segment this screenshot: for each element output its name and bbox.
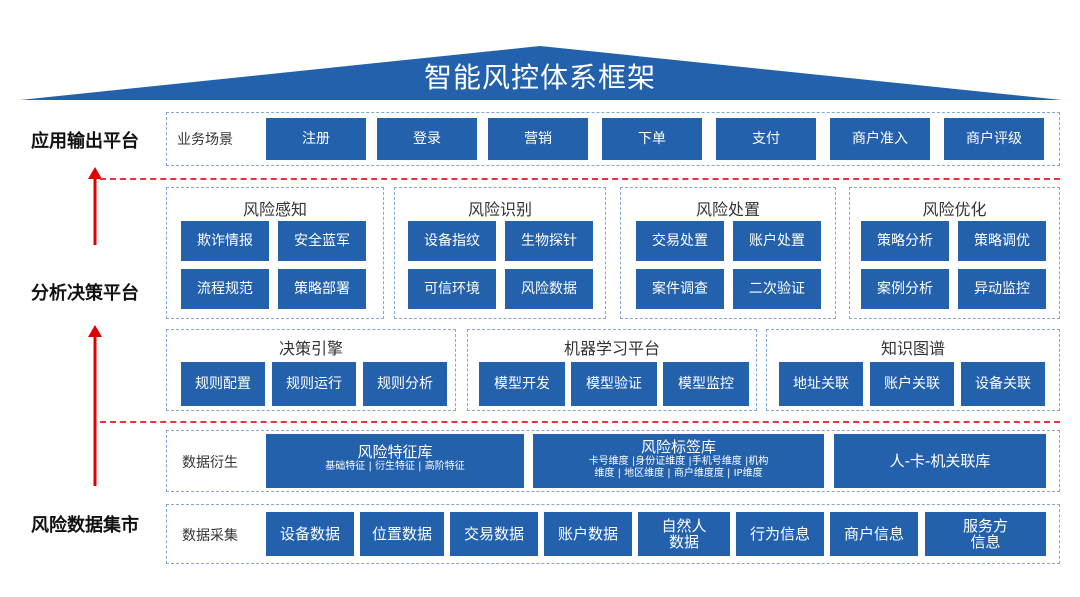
ml-platform-item[interactable]: 模型监控 xyxy=(663,362,749,406)
risk-tag-library-button[interactable]: 风险标签库 卡号维度 |身份证维度 |手机号维度 |机构 维度 | 地区维度 |… xyxy=(533,434,824,488)
scenario-merchant-rating-button[interactable]: 商户评级 xyxy=(944,118,1044,160)
risk-handling-item[interactable]: 账户处置 xyxy=(733,221,821,261)
risk-identification-item[interactable]: 可信环境 xyxy=(408,269,496,309)
separator-line xyxy=(100,178,1060,180)
device-data-button[interactable]: 设备数据 xyxy=(266,512,354,556)
up-arrow-icon xyxy=(88,167,102,245)
business-scenario-label: 业务场景 xyxy=(177,132,233,148)
risk-identification-item[interactable]: 风险数据 xyxy=(505,269,593,309)
scenario-payment-button[interactable]: 支付 xyxy=(716,118,816,160)
scenario-login-button[interactable]: 登录 xyxy=(377,118,477,160)
risk-optimization-item[interactable]: 策略调优 xyxy=(958,221,1046,261)
ml-platform-item[interactable]: 模型验证 xyxy=(571,362,657,406)
service-provider-info-button[interactable]: 服务方 信息 xyxy=(925,512,1046,556)
risk-handling-item[interactable]: 交易处置 xyxy=(636,221,724,261)
layer-label-analysis: 分析决策平台 xyxy=(31,283,139,304)
risk-feature-library-button[interactable]: 风险特征库 基础特征 | 衍生特征 | 高阶特征 xyxy=(266,434,524,488)
risk-handling-item[interactable]: 二次验证 xyxy=(733,269,821,309)
layer-label-data-market: 风险数据集市 xyxy=(31,515,139,536)
natural-person-data-line2: 数据 xyxy=(668,533,699,551)
risk-feature-library-sub: 基础特征 | 衍生特征 | 高阶特征 xyxy=(325,461,465,472)
risk-identification-item[interactable]: 生物探针 xyxy=(505,221,593,261)
risk-identification-item[interactable]: 设备指纹 xyxy=(408,221,496,261)
risk-tag-library-sub: 维度 | 地区维度 | 商户维度度 | IP维度 xyxy=(594,468,763,479)
relation-library-button[interactable]: 人-卡-机关联库 xyxy=(834,434,1046,488)
decision-engine-item[interactable]: 规则运行 xyxy=(272,362,356,406)
knowledge-graph-item[interactable]: 账户关联 xyxy=(870,362,954,406)
knowledge-graph-title: 知识图谱 xyxy=(880,339,945,358)
risk-perception-item[interactable]: 欺诈情报 xyxy=(181,221,269,261)
decision-engine-item[interactable]: 规则分析 xyxy=(363,362,447,406)
ml-platform-item[interactable]: 模型开发 xyxy=(479,362,565,406)
up-arrow-icon xyxy=(88,325,102,486)
risk-tag-library-sub: 卡号维度 |身份证维度 |手机号维度 |机构 xyxy=(588,456,769,467)
scenario-order-button[interactable]: 下单 xyxy=(602,118,702,160)
scenario-merchant-access-button[interactable]: 商户准入 xyxy=(830,118,930,160)
scenario-register-button[interactable]: 注册 xyxy=(266,118,366,160)
risk-feature-library-title: 风险特征库 xyxy=(357,443,433,461)
layer-label-application: 应用输出平台 xyxy=(31,131,139,152)
risk-optimization-item[interactable]: 异动监控 xyxy=(958,269,1046,309)
data-derive-label: 数据衍生 xyxy=(182,455,238,471)
account-data-button[interactable]: 账户数据 xyxy=(544,512,632,556)
behavior-info-button[interactable]: 行为信息 xyxy=(736,512,824,556)
knowledge-graph-item[interactable]: 地址关联 xyxy=(779,362,863,406)
risk-optimization-title: 风险优化 xyxy=(922,200,987,219)
data-collect-label: 数据采集 xyxy=(182,528,238,544)
service-provider-info-line2: 信息 xyxy=(970,533,1001,551)
decision-engine-item[interactable]: 规则配置 xyxy=(181,362,265,406)
risk-perception-item[interactable]: 策略部署 xyxy=(278,269,366,309)
separator-line xyxy=(100,421,1060,423)
location-data-button[interactable]: 位置数据 xyxy=(360,512,444,556)
risk-identification-title: 风险识别 xyxy=(467,200,532,219)
risk-tag-library-title: 风险标签库 xyxy=(640,438,716,456)
roof-shape xyxy=(20,46,1062,100)
risk-perception-title: 风险感知 xyxy=(242,200,307,219)
merchant-info-button[interactable]: 商户信息 xyxy=(830,512,918,556)
decision-engine-title: 决策引擎 xyxy=(278,339,343,358)
risk-handling-title: 风险处置 xyxy=(695,200,760,219)
risk-handling-item[interactable]: 案件调查 xyxy=(636,269,724,309)
knowledge-graph-item[interactable]: 设备关联 xyxy=(961,362,1045,406)
transaction-data-button[interactable]: 交易数据 xyxy=(450,512,538,556)
risk-optimization-item[interactable]: 策略分析 xyxy=(861,221,949,261)
service-provider-info-line1: 服务方 xyxy=(962,517,1008,535)
risk-perception-item[interactable]: 流程规范 xyxy=(181,269,269,309)
ml-platform-title: 机器学习平台 xyxy=(563,339,660,358)
page-title: 智能风控体系框架 xyxy=(423,61,656,94)
natural-person-data-line1: 自然人 xyxy=(661,517,707,535)
risk-perception-item[interactable]: 安全蓝军 xyxy=(278,221,366,261)
scenario-marketing-button[interactable]: 营销 xyxy=(488,118,588,160)
natural-person-data-button[interactable]: 自然人 数据 xyxy=(638,512,730,556)
risk-optimization-item[interactable]: 案例分析 xyxy=(861,269,949,309)
